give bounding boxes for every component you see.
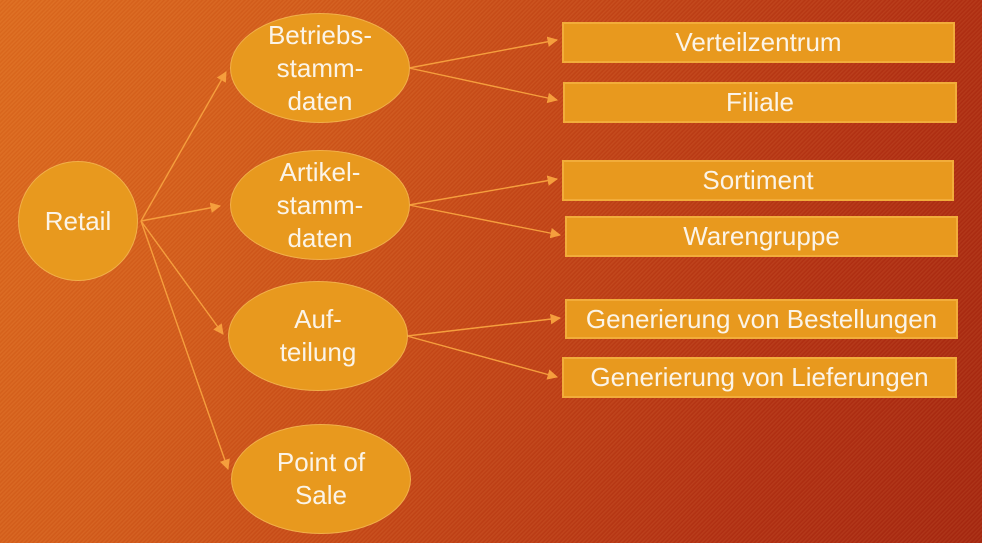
node-artikelstammdaten: Artikel- stamm- daten bbox=[230, 150, 410, 260]
arrow-retail-to-betriebsstammdaten bbox=[140, 71, 227, 222]
node-generierung-bestellungen: Generierung von Bestellungen bbox=[565, 299, 958, 339]
node-verteilzentrum: Verteilzentrum bbox=[562, 22, 955, 63]
node-betriebsstammdaten-line1: Betriebs- bbox=[267, 19, 373, 50]
arrow-betriebs-to-filiale bbox=[408, 67, 559, 104]
node-betriebsstammdaten-line3: daten bbox=[287, 85, 353, 116]
node-betriebsstammdaten-line2: stamm- bbox=[276, 52, 364, 83]
node-generierung-lieferungen: Generierung von Lieferungen bbox=[562, 357, 957, 398]
node-filiale: Filiale bbox=[563, 82, 957, 123]
arrow-retail-to-point-of-sale bbox=[140, 220, 230, 470]
node-aufteilung-line2: teilung bbox=[279, 337, 357, 367]
node-generierung-bestellungen-label: Generierung von Bestellungen bbox=[585, 303, 938, 334]
node-filiale-label: Filiale bbox=[726, 87, 794, 117]
arrow-artikel-to-sortiment bbox=[408, 175, 559, 206]
node-retail: Retail bbox=[18, 161, 138, 281]
node-betriebsstammdaten: Betriebs- stamm- daten bbox=[230, 13, 410, 123]
node-artikelstammdaten-line2: stamm- bbox=[276, 189, 364, 220]
arrow-aufteilung-to-bestellungen bbox=[406, 313, 562, 337]
node-generierung-lieferungen-label: Generierung von Lieferungen bbox=[590, 362, 929, 392]
node-artikelstammdaten-line1: Artikel- bbox=[279, 156, 361, 187]
node-artikelstammdaten-line3: daten bbox=[287, 222, 353, 253]
arrow-retail-to-artikelstammdaten bbox=[140, 202, 222, 222]
arrow-retail-to-aufteilung bbox=[140, 220, 224, 335]
arrow-betriebs-to-verteilzentrum bbox=[408, 36, 559, 69]
node-point-of-sale-line1: Point of bbox=[276, 447, 366, 477]
node-sortiment-label: Sortiment bbox=[702, 165, 814, 195]
node-point-of-sale: Point of Sale bbox=[231, 424, 411, 534]
node-warengruppe-label: Warengruppe bbox=[683, 221, 840, 251]
arrow-artikel-to-warengruppe bbox=[408, 204, 562, 239]
node-warengruppe: Warengruppe bbox=[565, 216, 958, 257]
node-aufteilung: Auf- teilung bbox=[228, 281, 408, 391]
node-retail-label: Retail bbox=[44, 205, 112, 236]
arrow-aufteilung-to-lieferungen bbox=[406, 335, 559, 380]
node-aufteilung-line1: Auf- bbox=[294, 304, 342, 334]
node-verteilzentrum-label: Verteilzentrum bbox=[675, 27, 842, 57]
node-sortiment: Sortiment bbox=[562, 160, 954, 201]
node-point-of-sale-line2: Sale bbox=[294, 480, 348, 510]
